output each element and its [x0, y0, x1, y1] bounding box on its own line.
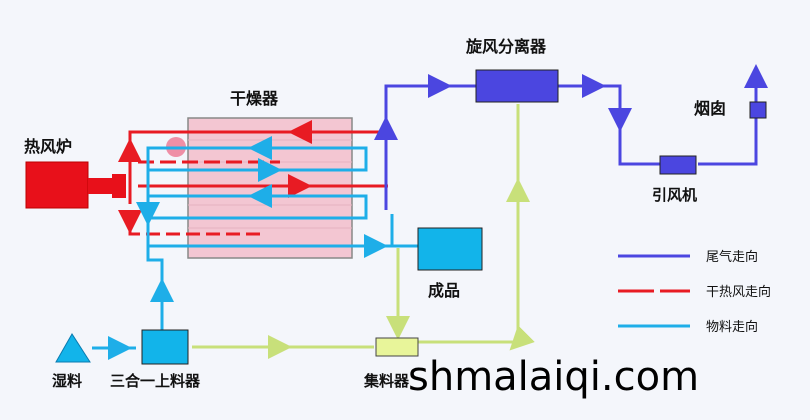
- collector-lines: [192, 104, 535, 359]
- wet-material-label: 湿料: [52, 372, 82, 390]
- product-label: 成品: [428, 281, 460, 300]
- chimney-label: 烟囱: [694, 99, 726, 118]
- product-box: [417, 227, 483, 271]
- furnace-label: 热风炉: [24, 137, 72, 156]
- feeder-box: [141, 329, 189, 365]
- dryer-label: 干燥器: [230, 89, 279, 108]
- chimney: [749, 101, 767, 119]
- collector-label: 集料器: [363, 372, 410, 390]
- legend-exhaust-label: 尾气走向: [706, 249, 758, 265]
- fan-label: 引风机: [652, 186, 697, 204]
- cyclone-separator: [475, 69, 559, 103]
- exhaust-lines: [374, 64, 768, 210]
- legend-material-label: 物料走向: [706, 319, 758, 335]
- wet-material-triangle: [55, 333, 91, 363]
- collector-box: [375, 337, 419, 357]
- watermark: shmalaiqi.com: [408, 354, 699, 400]
- material-lines: [92, 136, 418, 360]
- furnace-nozzle: [88, 178, 112, 194]
- induced-fan: [659, 155, 697, 175]
- legend-hot-air-label: 干热风走向: [706, 284, 771, 300]
- hot-air-furnace: [25, 161, 89, 209]
- legend: 尾气走向 干热风走向 物料走向: [618, 249, 771, 335]
- cyclone-label: 旋风分离器: [465, 37, 547, 56]
- feeder-label: 三合一上料器: [110, 372, 201, 390]
- dryer-box: [187, 117, 353, 259]
- furnace-nozzle-tip: [112, 174, 126, 198]
